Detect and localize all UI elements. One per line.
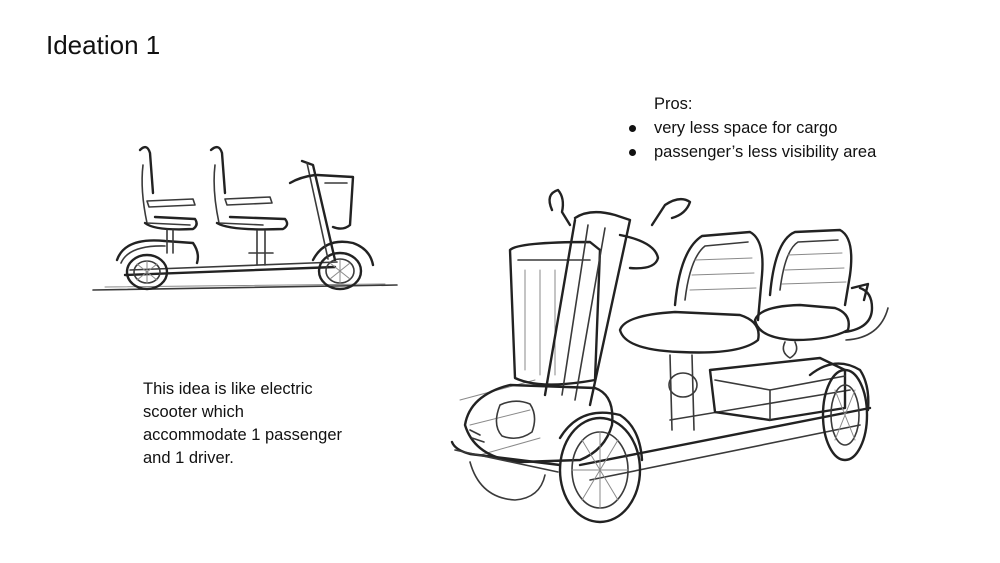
description-line: This idea is like electric <box>143 380 313 398</box>
description-line: accommodate 1 passenger <box>143 426 343 444</box>
description-line: scooter which <box>143 403 244 421</box>
pros-item: very less space for cargo <box>625 116 876 140</box>
pros-list: very less space for cargo passenger’s le… <box>625 116 876 164</box>
pros-section: Pros: very less space for cargo passenge… <box>625 92 876 164</box>
pros-heading: Pros: <box>654 95 693 113</box>
perspective-view-scooter-sketch <box>450 188 889 524</box>
pros-item: passenger’s less visibility area <box>625 140 876 164</box>
description-line: and 1 driver. <box>143 449 234 467</box>
side-view-scooter-sketch <box>92 145 398 291</box>
slide-title: Ideation 1 <box>46 30 161 60</box>
description-text: This idea is like electric scooter which… <box>143 378 383 470</box>
